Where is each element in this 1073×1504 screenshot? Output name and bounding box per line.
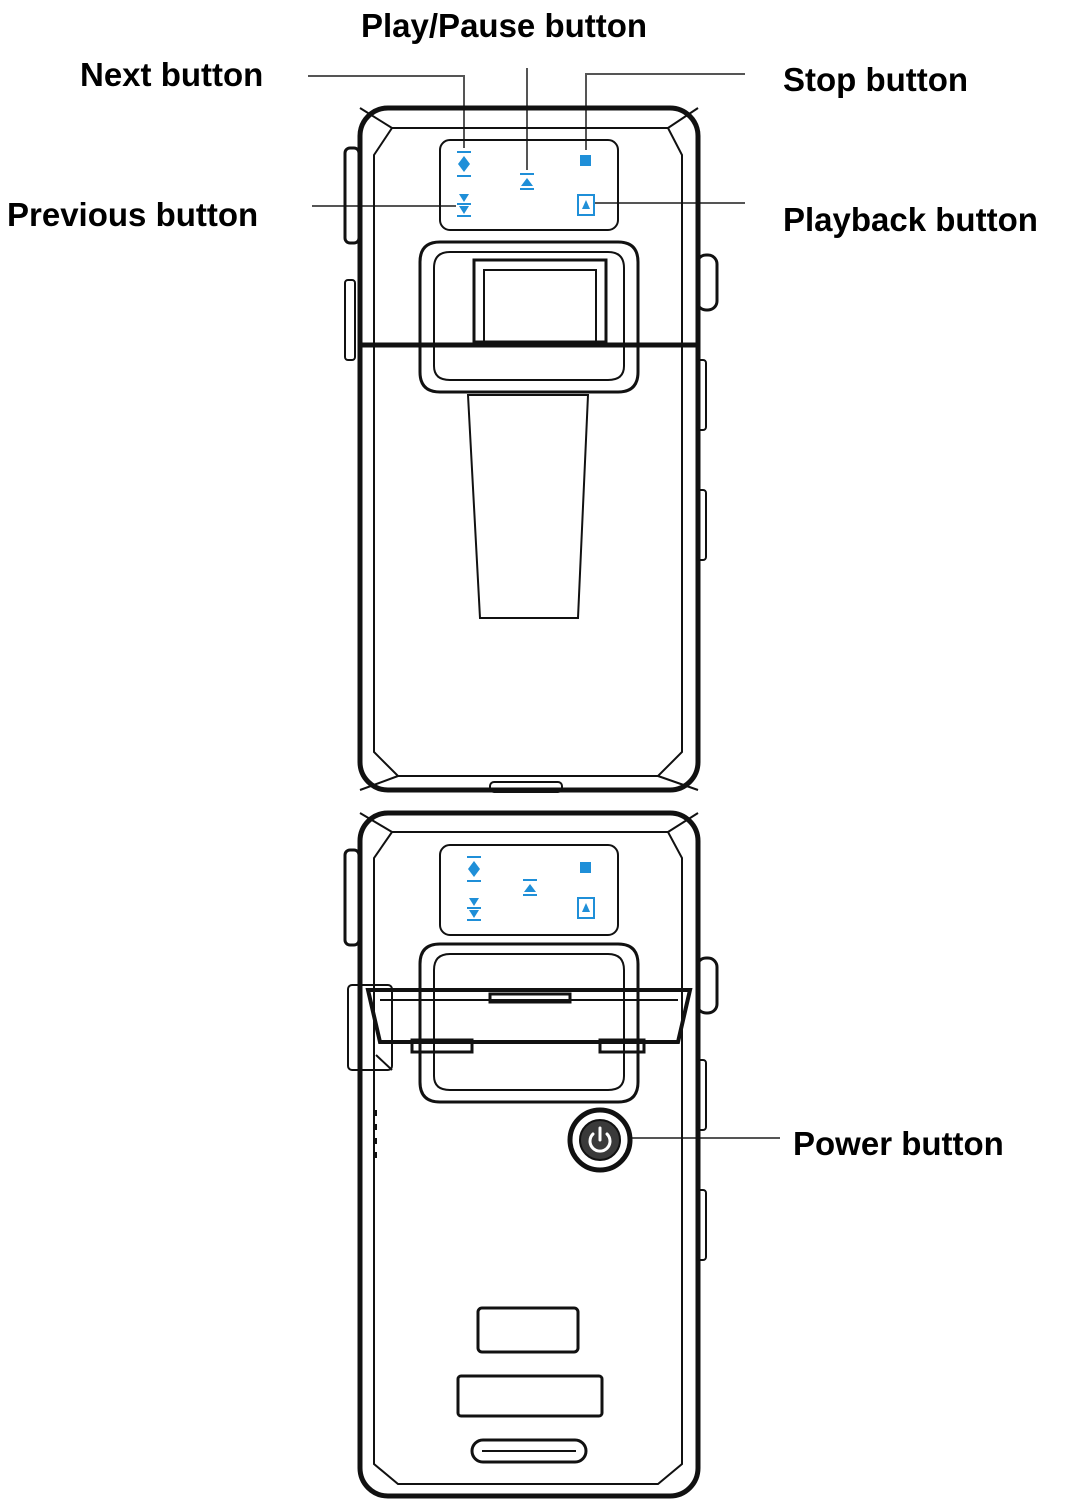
playback-icon[interactable] [577,194,595,216]
leader-lines [308,68,780,1139]
stop-icon[interactable] [580,862,591,873]
play-pause-icon[interactable] [520,173,534,190]
top-control-icons [457,151,595,217]
device-closed [343,105,719,793]
playback-label: Playback button [783,201,1038,238]
stop-leader [585,73,745,150]
stop-icon[interactable] [580,155,591,166]
device-closed-bevel [373,127,683,777]
device-open [343,810,719,1499]
next-leader [308,75,465,148]
previous-icon[interactable] [457,194,471,217]
bottom-control-icons [467,856,595,921]
power-label: Power button [793,1125,1004,1162]
control-panel-closed [439,139,619,231]
slot-middle [456,1374,604,1418]
slot-upper [476,1306,580,1354]
device-open-body [357,810,701,1499]
control-panel-open [439,844,619,936]
previous-icon[interactable] [467,898,481,921]
playback-icon[interactable] [577,897,595,919]
stop-label: Stop button [783,61,969,98]
next-icon[interactable] [467,856,481,882]
power-button[interactable] [567,1107,633,1173]
power-icon [588,1126,612,1153]
slot-lower [470,1438,588,1464]
next-icon[interactable] [457,151,471,177]
play-pause-label: Play/Pause button [361,7,648,44]
next-label: Next button [80,56,264,93]
previous-label: Previous button [7,196,259,233]
belt-clip [466,394,590,619]
flipped-lid [365,988,693,1044]
play-pause-icon[interactable] [523,879,537,896]
device-closed-body [357,105,701,793]
